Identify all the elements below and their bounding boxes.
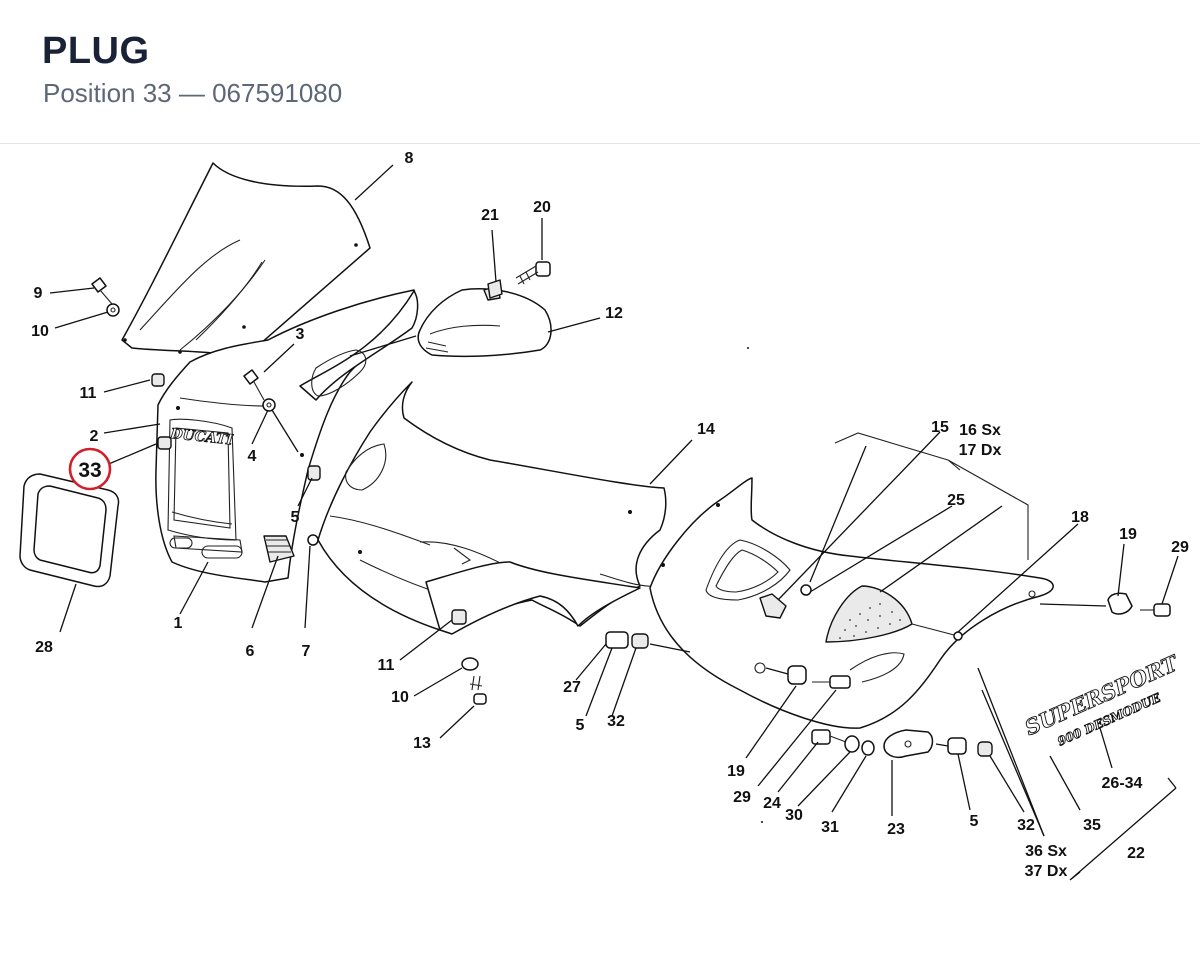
callout-29-lower[interactable]: 29 (733, 789, 751, 806)
callout-22[interactable]: 22 (1127, 845, 1145, 862)
part-mirror (417, 285, 552, 358)
callout-26-34[interactable]: 26-34 (1102, 775, 1143, 792)
callout-19[interactable]: 19 (1119, 526, 1137, 543)
leader-lines (49, 164, 1179, 837)
callout-12[interactable]: 12 (605, 305, 623, 322)
callout-32[interactable]: 32 (607, 713, 625, 730)
hardware-parts (91, 261, 1171, 758)
callout-4[interactable]: 4 (248, 448, 257, 465)
callout-21[interactable]: 21 (481, 207, 499, 224)
part-name: PLUG (42, 30, 150, 72)
exploded-parts-diagram: DUCATI (19, 150, 1189, 881)
part-inner-panel (299, 290, 419, 401)
supersport-decal: SUPERSPORT 900 DESMODUE (1020, 649, 1183, 749)
callout-27[interactable]: 27 (563, 679, 581, 696)
highlight-circle-33 (68, 447, 112, 491)
part-position-number: Position 33 — 067591080 (43, 78, 343, 108)
callout-3[interactable]: 3 (296, 326, 305, 343)
callout-18[interactable]: 18 (1071, 509, 1089, 526)
callout-11[interactable]: 11 (80, 385, 97, 402)
callout-13[interactable]: 13 (413, 735, 431, 752)
callout-10[interactable]: 10 (31, 323, 49, 340)
callout-32-lower[interactable]: 32 (1017, 817, 1035, 834)
callout-5-lower[interactable]: 5 (970, 813, 979, 830)
callout-11-lower[interactable]: 11 (378, 657, 395, 674)
callout-23[interactable]: 23 (887, 821, 905, 838)
svg-text:DUCATI: DUCATI (169, 426, 234, 449)
callout-1[interactable]: 1 (174, 615, 183, 632)
callout-6[interactable]: 6 (246, 643, 255, 660)
callout-5-middle[interactable]: 5 (576, 717, 585, 734)
callout-29[interactable]: 29 (1171, 539, 1189, 556)
callout-labels: 8 9 10 11 2 3 4 5 1 6 7 28 21 20 12 14 1… (31, 150, 1189, 880)
callout-37-dx[interactable]: 37 Dx (1025, 863, 1068, 880)
part-side-fairing (317, 381, 667, 631)
part-lower-fairing (649, 477, 1054, 729)
callout-8[interactable]: 8 (405, 150, 414, 167)
callout-9[interactable]: 9 (34, 285, 43, 302)
callout-16-sx[interactable]: 16 Sx (959, 422, 1001, 439)
callout-28[interactable]: 28 (35, 639, 53, 656)
callout-25[interactable]: 25 (947, 492, 965, 509)
page-header: PLUG Position 33 — 067591080 (0, 0, 1200, 144)
callout-36-sx[interactable]: 36 Sx (1025, 843, 1067, 860)
callout-35[interactable]: 35 (1083, 817, 1101, 834)
part-windscreen (121, 162, 371, 359)
callout-14[interactable]: 14 (697, 421, 715, 438)
callout-15[interactable]: 15 (931, 419, 949, 436)
callout-7[interactable]: 7 (302, 643, 311, 660)
callout-31[interactable]: 31 (821, 819, 839, 836)
callout-2[interactable]: 2 (90, 428, 99, 445)
callout-33-highlighted[interactable]: 33 (78, 459, 101, 482)
callout-10-lower[interactable]: 10 (391, 689, 409, 706)
assembly-bracket-lines (834, 432, 1029, 560)
callout-24[interactable]: 24 (763, 795, 781, 812)
callout-30[interactable]: 30 (785, 807, 803, 824)
callout-5[interactable]: 5 (291, 509, 300, 526)
part-support-bracket (425, 547, 641, 635)
group-bracket-22 (1069, 777, 1177, 881)
part-headlight-frame (19, 473, 120, 588)
callout-20[interactable]: 20 (533, 199, 551, 216)
callout-19-lower[interactable]: 19 (727, 763, 745, 780)
callout-17-dx[interactable]: 17 Dx (959, 442, 1002, 459)
